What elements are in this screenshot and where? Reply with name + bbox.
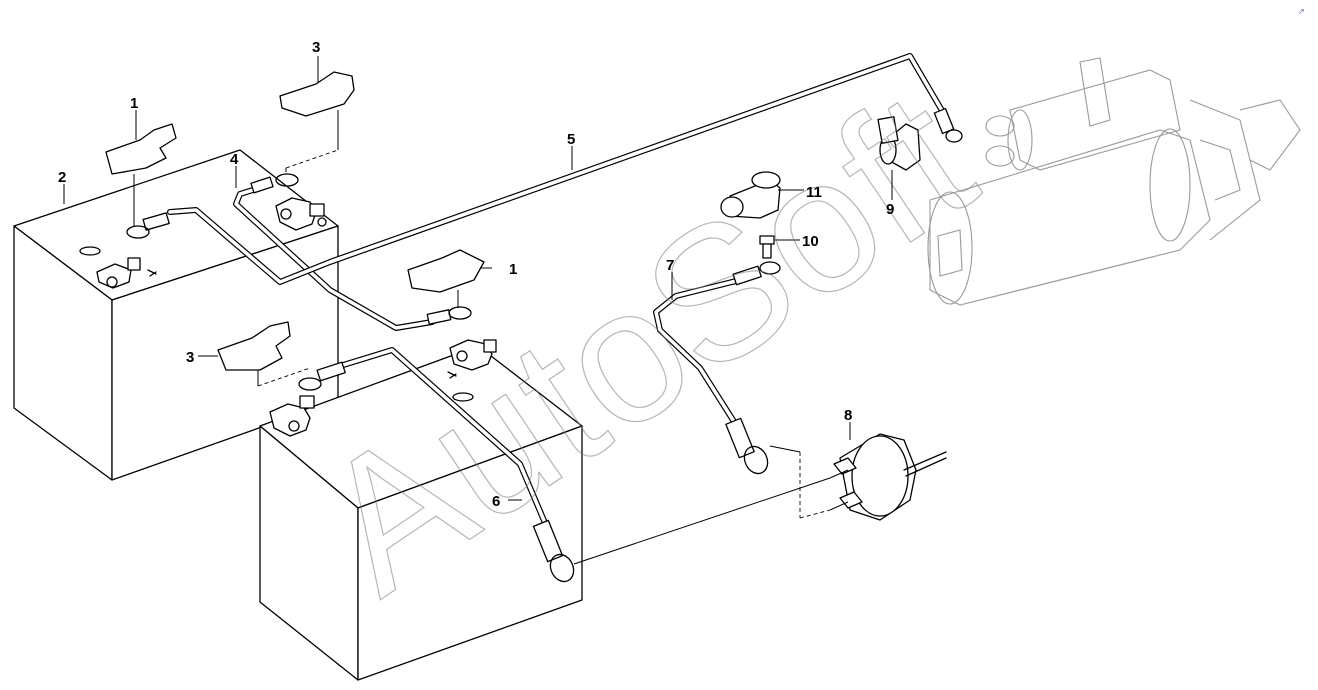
leader-lines xyxy=(63,56,893,501)
callout-5: 5 xyxy=(567,131,575,148)
cable-7-switch xyxy=(653,261,781,475)
terminal-cover-1-left xyxy=(105,123,177,226)
screw-10 xyxy=(759,235,800,259)
watermark-text: AutoSoft xyxy=(284,51,1007,634)
corner-mark: ↗ xyxy=(1298,7,1305,16)
cable-4-jumper xyxy=(233,173,472,331)
battery-right-terminal-clamp-2 xyxy=(447,339,497,379)
terminal-cover-1-right xyxy=(407,249,485,308)
callout-9: 9 xyxy=(886,201,894,218)
callout-10: 10 xyxy=(802,233,819,250)
callout-1-right: 1 xyxy=(509,261,517,278)
callout-3-left: 3 xyxy=(186,349,194,366)
callout-8: 8 xyxy=(844,407,852,424)
callout-3-top: 3 xyxy=(312,39,320,56)
callout-1-left: 1 xyxy=(130,95,138,112)
terminal-cover-3-left xyxy=(217,321,311,387)
callout-4: 4 xyxy=(230,151,239,168)
battery-left-terminal-clamp xyxy=(96,257,157,289)
battery-right-terminal-clamp xyxy=(269,395,315,437)
starter-motor xyxy=(927,57,1301,306)
callout-6: 6 xyxy=(492,493,500,510)
battery-left-terminal-clamp-2 xyxy=(275,197,327,231)
terminal-boot-9 xyxy=(877,116,921,171)
battery-right xyxy=(259,339,583,681)
cable-5-main xyxy=(126,53,963,285)
callout-2: 2 xyxy=(58,169,66,186)
protective-cap-11 xyxy=(720,171,804,219)
terminal-cover-3-top xyxy=(279,71,355,172)
callout-11: 11 xyxy=(806,184,822,201)
callout-7: 7 xyxy=(666,257,674,274)
main-switch-8 xyxy=(573,433,947,565)
cable-6-ground xyxy=(298,347,575,583)
